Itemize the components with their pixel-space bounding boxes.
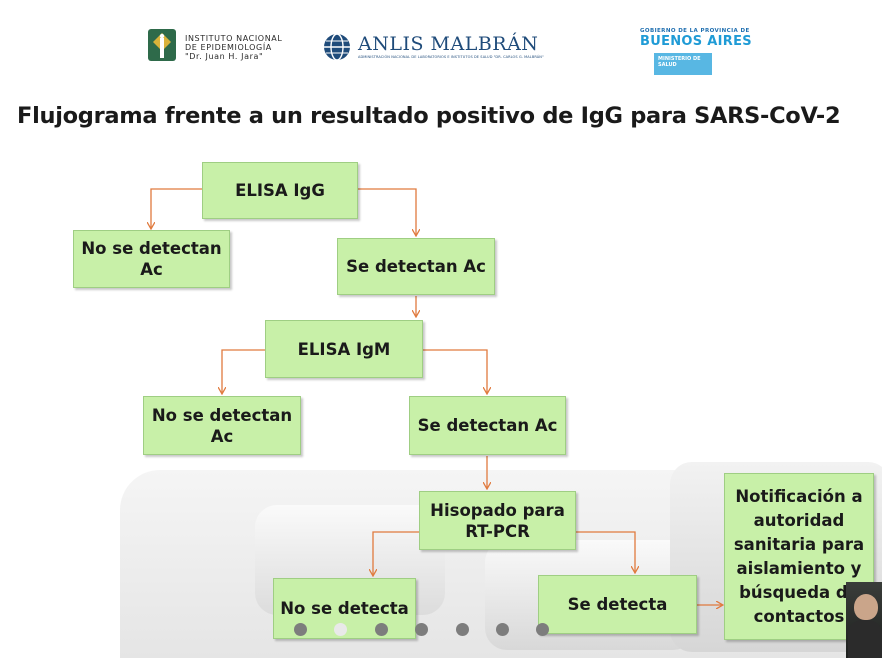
gba-logo-name: BUENOS AIRES — [640, 34, 752, 49]
ine-logo-text: INSTITUTO NACIONAL DE EPIDEMIOLOGÍA "Dr.… — [185, 34, 282, 61]
node-igg-detect: Se detectan Ac — [337, 238, 495, 295]
anlis-logo-subtitle: ADMINISTRACIÓN NACIONAL DE LABORATORIOS … — [358, 55, 544, 59]
arrow-igm-to-detect — [423, 349, 487, 393]
arrow-swab-to-detect — [576, 531, 635, 572]
arrow-igg-to-no-detect — [151, 188, 202, 228]
node-elisa-igg: ELISA IgG — [202, 162, 358, 219]
node-label: Se detectan Ac — [346, 257, 486, 276]
gba-ministry-badge: MINISTERIO DE SALUD — [654, 53, 712, 75]
page-dot[interactable] — [536, 623, 549, 636]
node-label: ELISA IgG — [235, 181, 325, 200]
arrow-igg-to-detect — [358, 188, 416, 235]
node-label: Notificación a autoridad sanitaria para … — [733, 486, 865, 626]
ine-logo-icon — [148, 29, 176, 61]
page-dot[interactable] — [456, 623, 469, 636]
arrow-igm-to-no-detect — [222, 349, 265, 393]
gba-logo-top: GOBIERNO DE LA PROVINCIA DE — [640, 28, 750, 34]
anlis-logo-name: ANLIS MALBRÁN — [358, 33, 539, 55]
webcam-person-body — [848, 620, 882, 658]
page-dot[interactable] — [415, 623, 428, 636]
webcam-thumbnail[interactable] — [846, 582, 882, 658]
node-label: No se detecta — [280, 599, 409, 618]
node-label: No se detectan Ac — [81, 239, 222, 279]
page-dot[interactable] — [294, 623, 307, 636]
node-elisa-igm: ELISA IgM — [265, 320, 423, 378]
node-label: No se detectan Ac — [151, 405, 293, 446]
ine-line: INSTITUTO NACIONAL — [185, 34, 283, 43]
node-label: ELISA IgM — [297, 339, 391, 359]
webcam-person-head — [854, 594, 878, 620]
node-swab-rt-pcr: Hisopado para RT-PCR — [419, 491, 576, 550]
node-label: Se detectan Ac — [417, 416, 558, 435]
ine-line: "Dr. Juan H. Jara" — [185, 52, 264, 61]
page-dot[interactable] — [375, 623, 388, 636]
page-dot-active[interactable] — [334, 623, 347, 636]
page-dot[interactable] — [496, 623, 509, 636]
anlis-globe-icon — [324, 33, 350, 61]
arrow-swab-to-no-detect — [373, 531, 419, 575]
node-label: Se detecta — [567, 595, 668, 614]
node-igg-no-detect: No se detectan Ac — [73, 230, 230, 288]
page-title: Flujograma frente a un resultado positiv… — [17, 103, 841, 129]
node-igm-detect: Se detectan Ac — [409, 396, 566, 455]
node-igm-no-detect: No se detectan Ac — [143, 396, 301, 455]
node-label: Hisopado para RT-PCR — [430, 500, 565, 541]
node-pcr-detect: Se detecta — [538, 575, 697, 634]
ine-line: DE EPIDEMIOLOGÍA — [185, 43, 272, 52]
